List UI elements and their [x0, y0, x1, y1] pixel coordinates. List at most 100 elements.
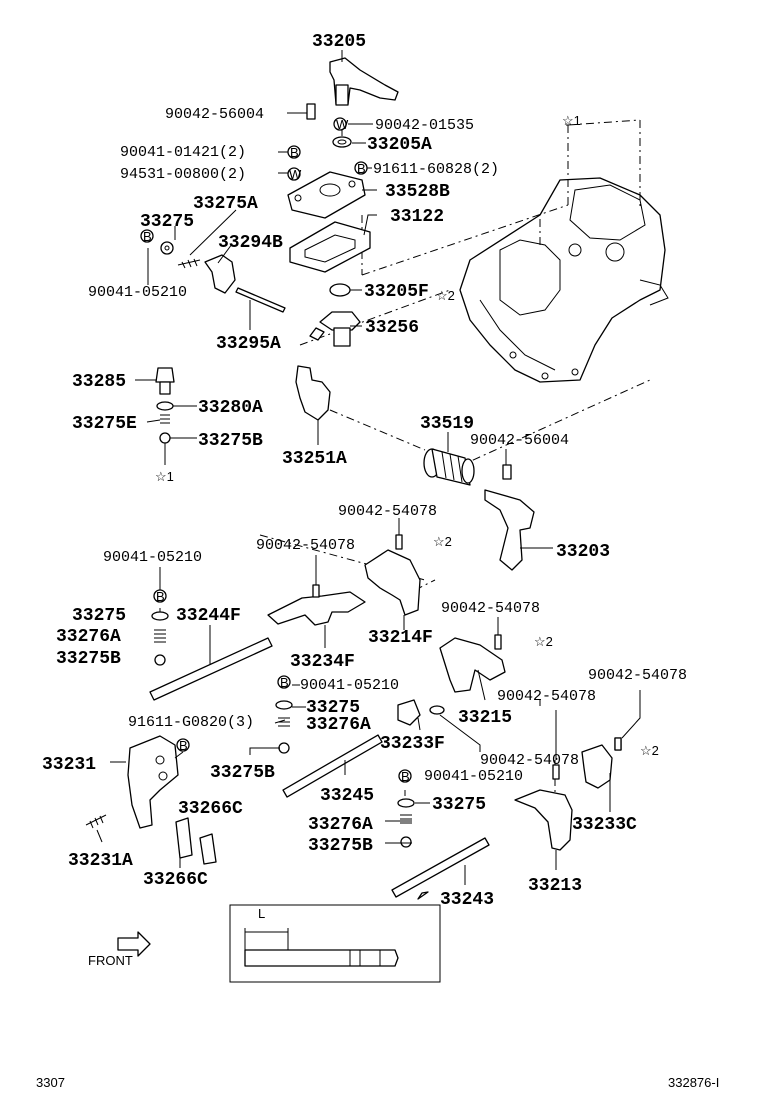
label-33203: 33203: [556, 542, 610, 562]
label-33285: 33285: [72, 372, 126, 392]
shift-rail-33245: [282, 734, 383, 798]
pin-90042-54078-low: [614, 737, 622, 751]
star-1-bottom: ☆1: [155, 469, 174, 484]
label-33276A-low: 33276A: [308, 815, 373, 835]
shift-lever-33205-assembly: [160, 57, 399, 347]
label-33275-mid: 33275: [306, 698, 360, 718]
marker-b-1: B: [290, 145, 299, 160]
fork-33214F: [364, 534, 421, 616]
footer-right: 332876-I: [668, 1075, 719, 1090]
lever-33203: [484, 464, 535, 571]
label-90042-54078-e: 90042-54078: [497, 688, 596, 705]
star-1-top: ☆1: [562, 113, 581, 128]
detent-plug-assembly: [155, 367, 175, 444]
marker-b-6: B: [179, 738, 188, 753]
label-33233C: 33233C: [572, 815, 637, 835]
label-91611-60828: 91611-60828(2): [373, 161, 499, 178]
marker-b-4: B: [156, 589, 165, 604]
inset-box: [229, 904, 441, 983]
label-33205F: 33205F: [364, 282, 429, 302]
label-33275B-low: 33275B: [308, 836, 373, 856]
label-90041-05210-low: 90041-05210: [424, 768, 523, 785]
label-33243: 33243: [440, 890, 494, 910]
shift-rail-33243: [391, 837, 490, 898]
fork-33215: [439, 634, 506, 693]
label-33275B-left: 33275B: [56, 649, 121, 669]
interlock-33266C: [175, 817, 217, 865]
label-33266C-a: 33266C: [178, 799, 243, 819]
marker-w-2: W: [289, 167, 302, 182]
label-33275-left: 33275: [72, 606, 126, 626]
label-33256: 33256: [365, 318, 419, 338]
label-33205A: 33205A: [367, 135, 432, 155]
shift-head-33231: [127, 735, 179, 829]
label-33244F: 33244F: [176, 606, 241, 626]
label-91611-G0820: 91611-G0820(3): [128, 714, 254, 731]
fork-33213: [514, 764, 573, 851]
star-2-case: ☆2: [436, 288, 455, 303]
detent-stack-left: [151, 611, 169, 666]
leader-lines: [96, 50, 641, 885]
transmission-case: [459, 177, 669, 383]
boot-33519: [423, 448, 475, 486]
label-33275-low: 33275: [432, 795, 486, 815]
label-33122: 33122: [390, 207, 444, 227]
marker-b-5: B: [280, 675, 289, 690]
label-90042-56004-top: 90042-56004: [165, 106, 264, 123]
label-33245: 33245: [320, 786, 374, 806]
label-33215: 33215: [458, 708, 512, 728]
label-90042-54078-a: 90042-54078: [338, 503, 437, 520]
label-33205: 33205: [312, 32, 366, 52]
footer-left: 3307: [36, 1075, 65, 1090]
label-33266C-b: 33266C: [143, 870, 208, 890]
label-33280A: 33280A: [198, 398, 263, 418]
label-90042-56004-mid: 90042-56004: [470, 432, 569, 449]
label-90042-54078-f: 90042-54078: [480, 752, 579, 769]
detent-stack-mid: [275, 700, 293, 754]
marker-b-3: B: [143, 229, 152, 244]
front-label: FRONT: [88, 953, 133, 968]
label-33275B-mid: 33275B: [210, 763, 275, 783]
front-arrow-icon: [117, 931, 151, 957]
label-90041-05210-left: 90041-05210: [103, 549, 202, 566]
bracket-33251A: [295, 365, 331, 421]
direction-arrow-icon: [417, 891, 429, 900]
label-33276A-left: 33276A: [56, 627, 121, 647]
label-33275-top: 33275: [140, 212, 194, 232]
star-2-a: ☆2: [433, 534, 452, 549]
label-33231A: 33231A: [68, 851, 133, 871]
label-90041-05210-top: 90041-05210: [88, 284, 187, 301]
shift-head-33234F: [267, 584, 366, 626]
label-33275A: 33275A: [193, 194, 258, 214]
marker-letters: W B W B B B B B B ☆1 ☆2 ☆1 ☆2 ☆2 ☆2 L FR…: [88, 113, 659, 968]
label-33528B: 33528B: [385, 182, 450, 202]
label-33213: 33213: [528, 876, 582, 896]
label-90041-01421: 90041-01421(2): [120, 144, 246, 161]
marker-b-7: B: [401, 769, 410, 784]
label-90042-54078-c: 90042-54078: [441, 600, 540, 617]
marker-w-1: W: [336, 117, 349, 132]
label-90042-01535: 90042-01535: [375, 117, 474, 134]
part-labels: 33205 90042-56004 90042-01535 90041-0142…: [42, 32, 687, 910]
label-33294B: 33294B: [218, 233, 283, 253]
label-33233F: 33233F: [380, 734, 445, 754]
label-33519: 33519: [420, 414, 474, 434]
label-94531-00800: 94531-00800(2): [120, 166, 246, 183]
label-90042-54078-d: 90042-54078: [588, 667, 687, 684]
label-90042-54078-b: 90042-54078: [256, 537, 355, 554]
circle-markers: [140, 117, 412, 783]
label-33276A-mid: 33276A: [306, 715, 371, 735]
label-33275E: 33275E: [72, 414, 137, 434]
marker-b-2: B: [357, 161, 366, 176]
label-33234F: 33234F: [290, 652, 355, 672]
label-33275B-top: 33275B: [198, 431, 263, 451]
star-2-b: ☆2: [534, 634, 553, 649]
shift-head-33233F: [397, 699, 445, 726]
label-33231: 33231: [42, 755, 96, 775]
spring-33231A: [85, 814, 107, 829]
label-33295A: 33295A: [216, 334, 281, 354]
star-2-c: ☆2: [640, 743, 659, 758]
shift-rail-33244F: [149, 637, 273, 701]
label-33251A: 33251A: [282, 449, 347, 469]
